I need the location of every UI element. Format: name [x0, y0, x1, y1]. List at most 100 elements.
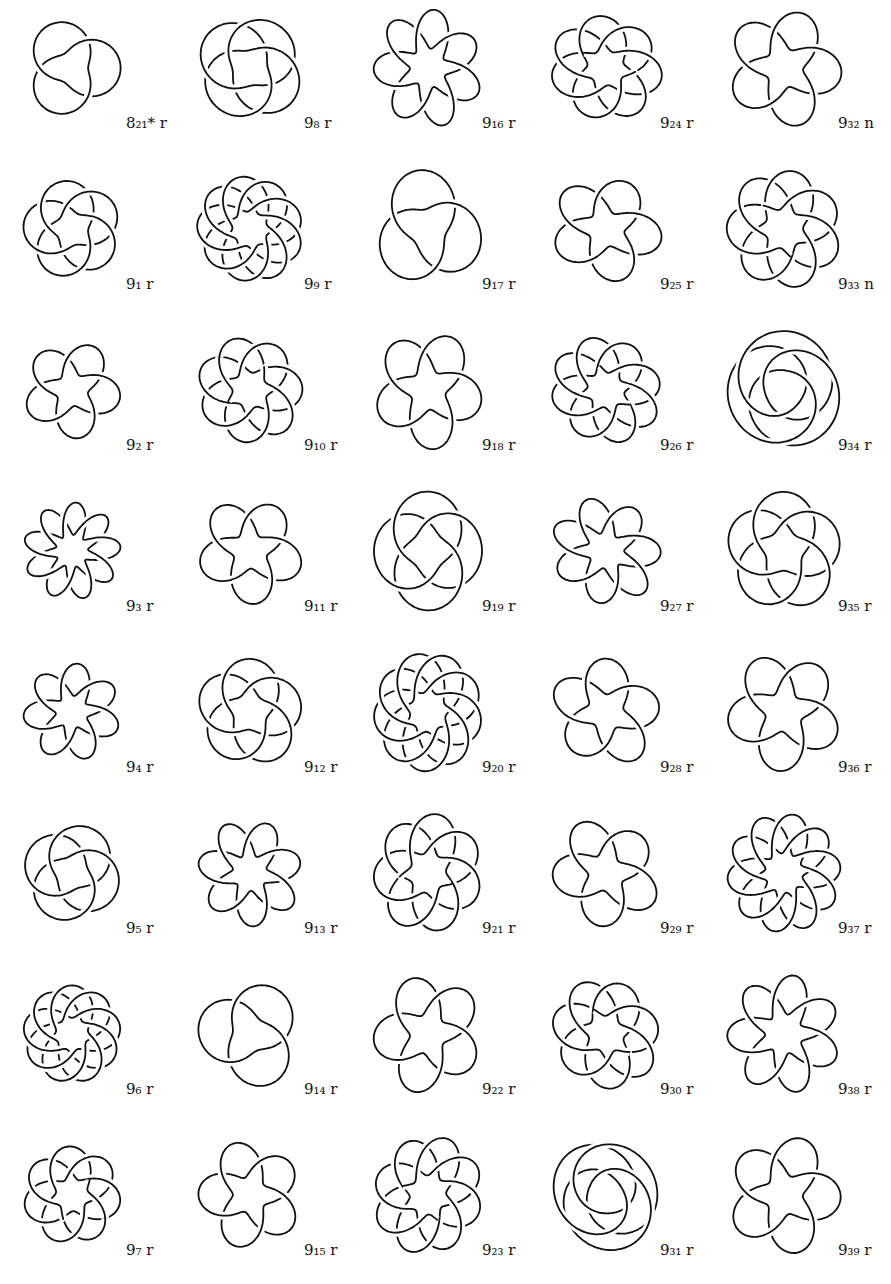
knot-label: 9₃ r — [124, 597, 156, 615]
strand-gap — [379, 410, 430, 427]
strand-line — [617, 1037, 630, 1087]
knot-strand — [409, 87, 438, 117]
strand-gap — [201, 568, 251, 581]
strand-line — [423, 672, 477, 693]
strand-gap — [61, 1156, 99, 1181]
strand-gap — [28, 566, 65, 577]
strand-gap — [68, 1202, 90, 1240]
knot-strand — [28, 566, 65, 577]
strand-line — [87, 715, 96, 750]
strand-line — [51, 567, 76, 596]
strand-line — [797, 697, 838, 736]
knot-strand — [442, 1021, 476, 1064]
strand-line — [414, 1044, 444, 1092]
knot-strand — [240, 236, 268, 281]
strand-gap — [210, 508, 234, 556]
strand-gap — [73, 515, 106, 535]
knot-strand — [771, 815, 794, 859]
knot-strand — [80, 375, 120, 398]
knot-strand — [245, 1212, 292, 1235]
strand-line — [214, 407, 259, 426]
strand-gap — [199, 692, 249, 733]
knot-strand — [253, 556, 272, 604]
strand-gap — [731, 371, 815, 443]
strand-line — [743, 893, 787, 918]
strand-gap — [438, 83, 480, 100]
strand-gap — [604, 891, 655, 910]
knot-strand — [394, 492, 427, 566]
knot-strand — [615, 533, 655, 542]
knot-strand — [784, 492, 815, 558]
strand-line — [444, 71, 456, 125]
knot-strand — [446, 871, 458, 928]
knot-label: 9₁₉ r — [480, 597, 518, 615]
strand-gap — [799, 1196, 815, 1252]
strand-line — [374, 73, 418, 86]
knot-diagram — [733, 1138, 840, 1253]
knot-strand — [83, 537, 120, 546]
strand-line — [253, 556, 272, 604]
knot-strand — [799, 70, 815, 125]
strand-gap — [198, 1027, 257, 1063]
knot-strand — [380, 209, 424, 267]
knot-strand — [600, 365, 643, 373]
strand-line — [422, 988, 471, 1016]
strand-gap — [765, 171, 786, 222]
knot-strand — [444, 71, 456, 125]
strand-line — [88, 550, 113, 579]
strand-gap — [32, 725, 65, 731]
knot-strand — [577, 339, 588, 387]
strand-line — [62, 992, 104, 1021]
knot-strand — [763, 191, 834, 210]
strand-gap — [782, 732, 836, 749]
strand-gap — [588, 72, 636, 118]
strand-gap — [267, 508, 287, 556]
strand-gap — [79, 393, 95, 438]
strand-line — [73, 515, 106, 535]
knot-strand — [64, 40, 121, 68]
strand-gap — [424, 203, 481, 250]
strand-line — [25, 538, 57, 557]
knot-diagram — [374, 492, 482, 611]
strand-line — [565, 704, 589, 751]
strand-gap — [773, 512, 838, 535]
knot-label: 9₁₅ r — [302, 1241, 340, 1259]
knot-strand — [580, 404, 631, 437]
strand-line — [605, 569, 646, 595]
strand-line — [396, 980, 410, 1036]
strand-line — [41, 715, 56, 754]
strand-gap — [82, 1022, 116, 1059]
knot-strand — [228, 891, 258, 910]
strand-line — [425, 33, 459, 48]
strand-line — [765, 171, 786, 222]
strand-line — [201, 36, 253, 89]
knot-label: 9₂₃ r — [480, 1241, 518, 1259]
strand-gap — [388, 236, 445, 279]
strand-gap — [791, 48, 842, 74]
strand-line — [429, 537, 462, 611]
strand-line — [763, 350, 839, 427]
knot-strand — [219, 66, 271, 116]
strand-gap — [374, 719, 426, 741]
knot-strand — [232, 344, 263, 379]
strand-gap — [41, 511, 56, 547]
knot-strand — [29, 1167, 63, 1219]
strand-gap — [607, 686, 659, 703]
strand-gap — [385, 346, 411, 398]
strand-line — [416, 336, 455, 375]
knot-label: 9₂₅ r — [658, 275, 696, 293]
strand-gap — [221, 1144, 234, 1195]
knot-label: 9₁₃ r — [302, 919, 340, 937]
strand-gap — [221, 1195, 234, 1246]
strand-line — [560, 544, 590, 567]
strand-gap — [392, 171, 417, 242]
strand-line — [219, 357, 232, 401]
strand-line — [402, 1138, 447, 1186]
strand-line — [88, 1031, 102, 1079]
strand-gap — [446, 1193, 461, 1246]
strand-line — [380, 679, 416, 726]
strand-gap — [245, 1212, 292, 1235]
strand-gap — [442, 1021, 476, 1064]
knot-strand — [446, 1193, 461, 1246]
knot-strand — [424, 203, 481, 250]
